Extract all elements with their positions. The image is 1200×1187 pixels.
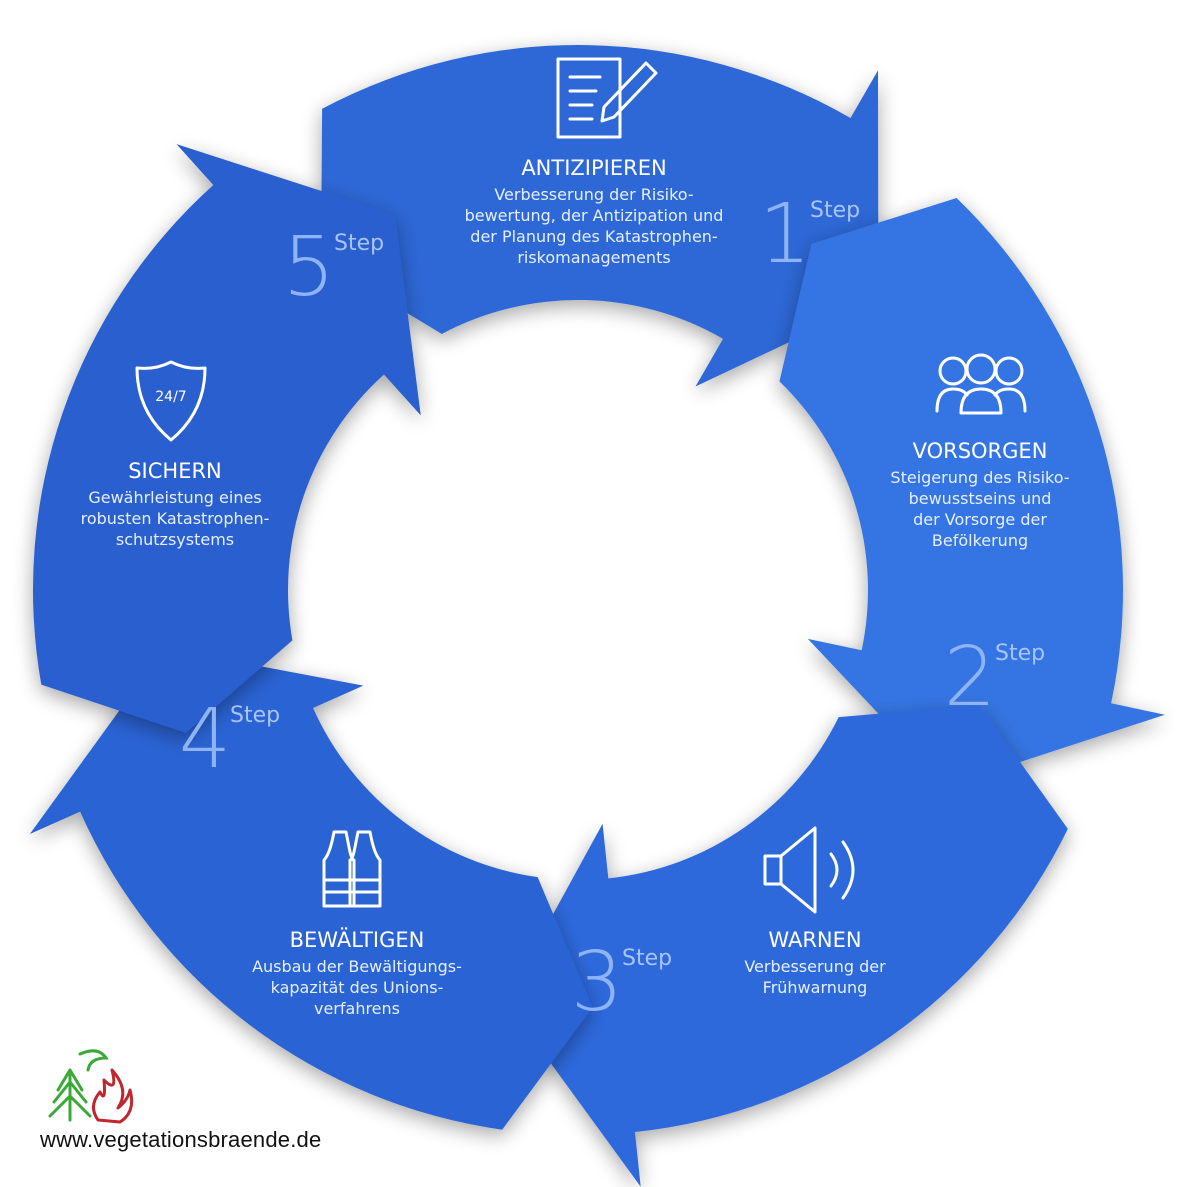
cycle-segment-4 (29, 648, 593, 1130)
cycle-segment-2 (779, 197, 1165, 787)
segment-desc-line: Ausbau der Bewältigungs- (252, 957, 462, 976)
segment-title-5: SICHERN (128, 459, 222, 483)
segment-desc-line: robusten Katastrophen- (81, 509, 270, 528)
cycle-segment-5 (33, 144, 421, 733)
segment-desc-line: bewusstseins und (909, 489, 1052, 508)
segment-desc-line: bewertung, der Antizipation und (465, 206, 724, 225)
step-label-4: Step (230, 703, 280, 728)
segment-desc-line: kapazität des Unions- (271, 978, 444, 997)
segment-desc-line: verfahrens (314, 999, 400, 1018)
segment-desc-line: Steigerung des Risiko- (890, 468, 1069, 487)
segment-desc-line: Frühwarnung (763, 978, 868, 997)
segment-title-2: VORSORGEN (913, 439, 1048, 463)
segment-desc-line: Gewährleistung eines (88, 488, 261, 507)
step-label-3: Step (622, 946, 672, 971)
people-group-icon (935, 353, 1027, 415)
cycle-segments (29, 45, 1165, 1187)
step-label-2: Step (995, 641, 1045, 666)
cycle-labels: ANTIZIPIEREN Verbesserung der Risiko-bewe… (81, 156, 1070, 1030)
cycle-segment-3 (505, 705, 1068, 1187)
step-number-4: 4 (179, 692, 231, 787)
document-pen-icon (556, 57, 658, 139)
cycle-segment-1 (320, 45, 879, 387)
segment-desc-line: der Vorsorge der (913, 510, 1047, 529)
segment-desc-line: Verbesserung der (744, 957, 886, 976)
segment-desc-line: riskomanagements (517, 248, 670, 267)
step-number-5: 5 (283, 220, 335, 315)
segment-title-3: WARNEN (768, 928, 861, 952)
website-url[interactable]: www.vegetationsbraende.de (40, 1127, 322, 1152)
step-label-1: Step (810, 198, 860, 223)
segment-desc-line: der Planung des Katastrophen- (470, 227, 717, 246)
safety-vest-icon (322, 830, 382, 908)
step-number-2: 2 (944, 630, 996, 725)
tree-flame-logo-icon (48, 1049, 134, 1124)
step-number-1: 1 (759, 187, 811, 282)
segment-desc-line: schutzsystems (116, 530, 234, 549)
step-label-5: Step (334, 231, 384, 256)
shield-icon: 24/7 (135, 360, 207, 442)
segment-title-4: BEWÄLTIGEN (290, 927, 425, 952)
shield-badge-text: 24/7 (155, 389, 186, 405)
step-number-3: 3 (571, 935, 623, 1030)
segment-desc-line: Befölkerung (932, 531, 1028, 550)
segment-title-1: ANTIZIPIEREN (521, 156, 666, 180)
segment-desc-line: Verbesserung der Risiko- (494, 185, 693, 204)
speaker-icon (763, 826, 855, 914)
